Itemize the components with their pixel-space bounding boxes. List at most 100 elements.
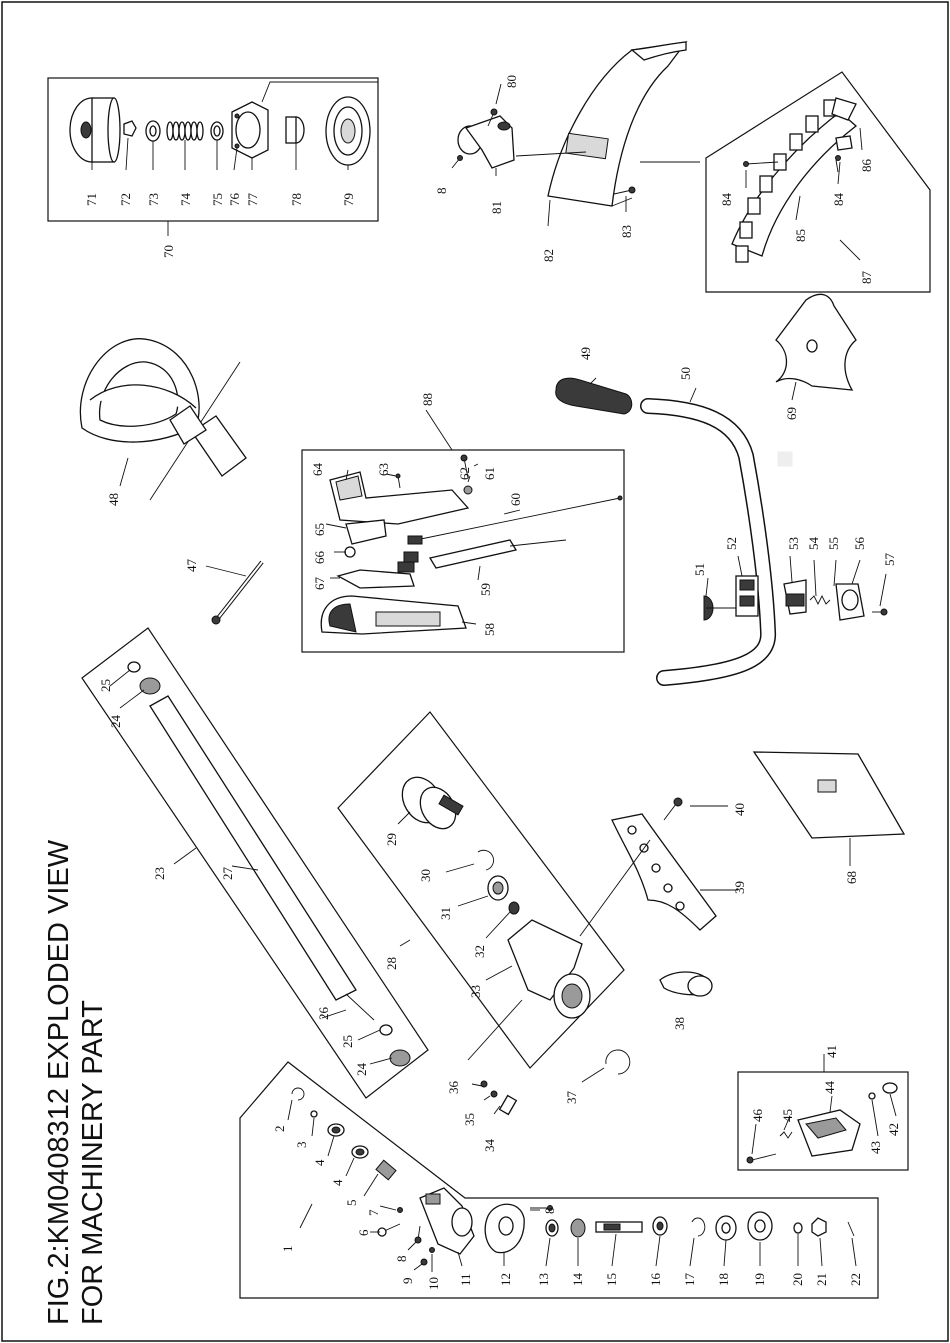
part-56-clamp-half (835, 583, 865, 621)
callout-69: 69 (784, 407, 799, 420)
callout-85: 85 (793, 229, 808, 242)
callout-70: 70 (161, 245, 176, 258)
callout-27: 27 (220, 867, 235, 881)
callout-22: 22 (848, 1273, 863, 1286)
callout-71: 71 (84, 193, 99, 206)
part-46-bolt (746, 1153, 777, 1164)
part-65-trigger (345, 519, 387, 545)
callout-16: 16 (648, 1273, 663, 1287)
box-87-guard-extension (705, 71, 931, 293)
part-53-clamp-base (783, 579, 807, 615)
leader-lines (91, 83, 897, 1272)
callout-84-right: 84 (831, 193, 846, 207)
callout-78: 78 (289, 193, 304, 206)
callout-81: 81 (489, 201, 504, 214)
callout-31: 31 (438, 907, 453, 920)
callout-32: 32 (472, 945, 487, 958)
part-81-guard-bracket (457, 115, 515, 169)
callout-9: 9 (400, 1278, 415, 1285)
part-15-output-shaft (595, 1221, 643, 1233)
callout-57: 57 (882, 553, 897, 567)
part-64-handle-upper (329, 471, 470, 525)
box-41-harness-clip (737, 1071, 909, 1171)
part-38-clamp (659, 971, 713, 997)
callout-25-bottom: 25 (340, 1035, 355, 1048)
callout-23: 23 (152, 867, 167, 880)
callout-84-left: 84 (719, 193, 734, 207)
part-25-bushing-top (127, 661, 141, 673)
callout-66: 66 (312, 551, 327, 565)
part-27-drive-shaft-tube (149, 695, 357, 1001)
part-25-bushing-bottom (379, 1024, 393, 1036)
part-10-pin (429, 1247, 435, 1253)
callout-86: 86 (859, 159, 874, 173)
part-8-screw-side (414, 1225, 422, 1244)
part-30-circlip (477, 849, 495, 871)
callout-28: 28 (384, 957, 399, 970)
part-20-washer (793, 1222, 803, 1234)
callout-15: 15 (604, 1273, 619, 1286)
callout-36: 36 (446, 1081, 461, 1095)
title-line-2: FOR MACHINERY PART (77, 1000, 109, 1325)
part-68-plate (752, 751, 906, 839)
callout-62: 62 (457, 467, 472, 480)
part-48-shoulder-harness (79, 338, 247, 501)
part-72-nut (123, 120, 137, 137)
callout-49: 49 (578, 347, 593, 360)
callout-83: 83 (619, 225, 634, 238)
callout-53: 53 (786, 537, 801, 550)
callout-43: 43 (868, 1141, 883, 1154)
callout-29: 29 (384, 833, 399, 846)
callout-67: 67 (312, 577, 327, 591)
callout-42: 42 (886, 1123, 901, 1136)
part-24-bushing-top (139, 677, 161, 695)
callout-14: 14 (570, 1273, 585, 1287)
callout-19: 19 (752, 1273, 767, 1286)
part-24-bushing-bottom (389, 1049, 411, 1067)
part-11-gear-housing (419, 1187, 475, 1255)
box-28-gear-parts (337, 711, 625, 1069)
callout-12: 12 (498, 1273, 513, 1286)
callout-24-top: 24 (108, 715, 123, 729)
box-23-drive-shaft (81, 627, 429, 1099)
callout-40: 40 (732, 803, 747, 816)
part-86-blade-cutter (835, 135, 853, 151)
part-61-bolt (460, 454, 469, 479)
part-71-clutch-drum (69, 97, 121, 163)
callout-63: 63 (376, 463, 391, 476)
callout-75: 75 (210, 193, 225, 206)
callout-11: 11 (458, 1273, 473, 1286)
part-22-pin (847, 1221, 855, 1237)
callout-50: 50 (678, 367, 693, 380)
callout-8-top: 8 (434, 188, 449, 195)
part-42-ring (882, 1082, 898, 1094)
part-54-spring (809, 594, 831, 606)
part-2-circlip (291, 1087, 305, 1101)
callout-45: 45 (780, 1109, 795, 1122)
callout-52: 52 (724, 537, 739, 550)
part-84-screws (743, 155, 841, 173)
callout-48: 48 (106, 493, 121, 506)
callout-74: 74 (178, 193, 193, 207)
callout-4-b: 4 (330, 1179, 345, 1186)
part-39-plate (611, 813, 717, 931)
part-77-clutch-plate (231, 81, 378, 159)
part-75-washer (210, 121, 224, 141)
part-4-bearing-a (327, 1123, 345, 1137)
callout-51: 51 (692, 563, 707, 576)
part-35-washer (490, 1090, 498, 1098)
callout-88: 88 (420, 393, 435, 406)
callout-7: 7 (366, 1209, 381, 1216)
part-78-bushing (285, 116, 305, 144)
callout-44: 44 (822, 1081, 837, 1095)
part-8-screw-top (451, 155, 463, 169)
callout-5: 5 (344, 1200, 359, 1207)
part-82-grass-guard (547, 41, 688, 207)
callout-2: 2 (272, 1126, 287, 1133)
part-14-gear (570, 1218, 586, 1238)
part-49-grip (555, 377, 633, 415)
box-88-handle-assembly (301, 449, 625, 653)
part-59-stop-wire (403, 539, 567, 569)
